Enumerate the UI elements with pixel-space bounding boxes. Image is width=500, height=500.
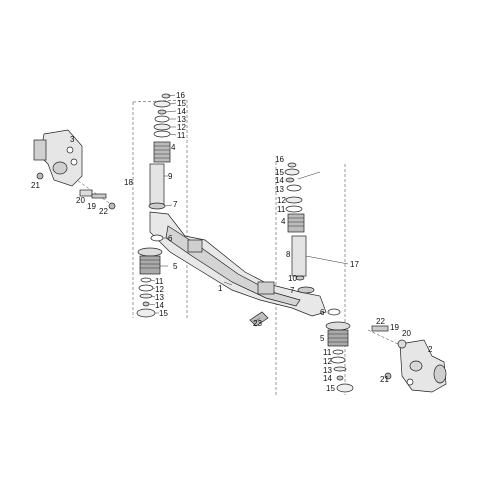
leader-lines bbox=[148, 94, 349, 323]
callout-13-left: 13 bbox=[177, 115, 186, 124]
callout-4-right: 4 bbox=[281, 217, 286, 226]
left-steering-knuckle bbox=[33, 129, 116, 210]
front-axle-beam bbox=[149, 211, 327, 327]
callout-3: 3 bbox=[70, 135, 75, 144]
callout-7-left: 7 bbox=[173, 200, 178, 209]
callout-15-right-lower: 15 bbox=[326, 384, 335, 393]
callout-20-left: 20 bbox=[76, 196, 85, 205]
callout-16-left: 16 bbox=[176, 91, 185, 100]
callout-5-left: 5 bbox=[173, 262, 178, 271]
callout-22-right: 22 bbox=[376, 317, 385, 326]
callout-19-left: 19 bbox=[87, 202, 96, 211]
callout-13-right: 13 bbox=[275, 185, 284, 194]
callout-14-right-lower: 14 bbox=[323, 374, 332, 383]
callout-11-right: 11 bbox=[277, 205, 286, 214]
callout-17-right: 17 bbox=[350, 260, 359, 269]
callout-6-right: 6 bbox=[320, 308, 325, 317]
callout-7-right: 7 bbox=[290, 286, 295, 295]
callout-14-right: 14 bbox=[275, 176, 284, 185]
callout-21-left: 21 bbox=[31, 181, 40, 190]
callout-12-right: 12 bbox=[277, 196, 286, 205]
callout-15-left: 15 bbox=[177, 99, 186, 108]
callout-2: 2 bbox=[428, 345, 433, 354]
callout-10-right: 10 bbox=[288, 274, 297, 283]
left-kingpin-stack bbox=[136, 93, 171, 318]
callout-12-left-lower: 12 bbox=[155, 285, 164, 294]
callout-labels: 16 15 14 13 12 11 4 9 18 7 6 5 11 12 13 … bbox=[31, 91, 433, 393]
callout-14-left-lower: 14 bbox=[155, 301, 164, 310]
callout-6-left: 6 bbox=[168, 234, 173, 243]
callout-22-left: 22 bbox=[99, 207, 108, 216]
callout-19-right: 19 bbox=[390, 323, 399, 332]
callout-11-left-lower: 11 bbox=[155, 277, 164, 286]
callout-14-left: 14 bbox=[177, 107, 186, 116]
right-kingpin-stack bbox=[284, 162, 354, 393]
callout-12-right-lower: 12 bbox=[323, 357, 332, 366]
callout-12-left: 12 bbox=[177, 123, 186, 132]
callout-4-left: 4 bbox=[171, 143, 176, 152]
right-steering-knuckle bbox=[371, 325, 447, 393]
callout-8-right: 8 bbox=[286, 250, 291, 259]
callout-5-right: 5 bbox=[320, 334, 325, 343]
callout-15-left-lower: 15 bbox=[159, 309, 168, 318]
callout-23: 23 bbox=[253, 319, 262, 328]
callout-13-left-lower: 13 bbox=[155, 293, 164, 302]
callout-20-right: 20 bbox=[402, 329, 411, 338]
callout-11-right-lower: 11 bbox=[323, 348, 332, 357]
callout-1: 1 bbox=[218, 284, 223, 293]
callout-18-left: 18 bbox=[124, 178, 133, 187]
assembly-guide-lines bbox=[73, 99, 401, 395]
callout-9-left: 9 bbox=[168, 172, 173, 181]
callout-16-right: 16 bbox=[275, 155, 284, 164]
callout-13-right-lower: 13 bbox=[323, 366, 332, 375]
callout-11-left: 11 bbox=[177, 131, 186, 140]
callout-15-right: 15 bbox=[275, 168, 284, 177]
callout-21-right: 21 bbox=[380, 375, 389, 384]
